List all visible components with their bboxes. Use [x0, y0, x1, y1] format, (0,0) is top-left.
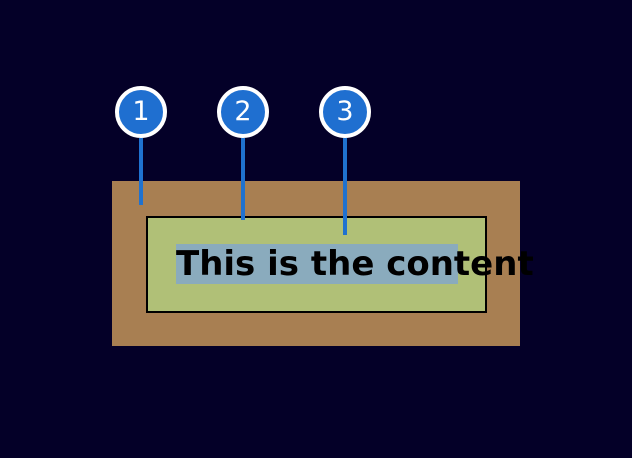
callout-leader-line-2 — [241, 138, 245, 220]
callout-leader-line-3 — [343, 138, 347, 235]
callout-marker-3[interactable]: 3 — [319, 86, 371, 138]
callout-marker-2[interactable]: 2 — [217, 86, 269, 138]
content-text: This is the content — [176, 244, 534, 284]
callout-leader-line-1 — [139, 138, 143, 205]
callout-marker-1[interactable]: 1 — [115, 86, 167, 138]
